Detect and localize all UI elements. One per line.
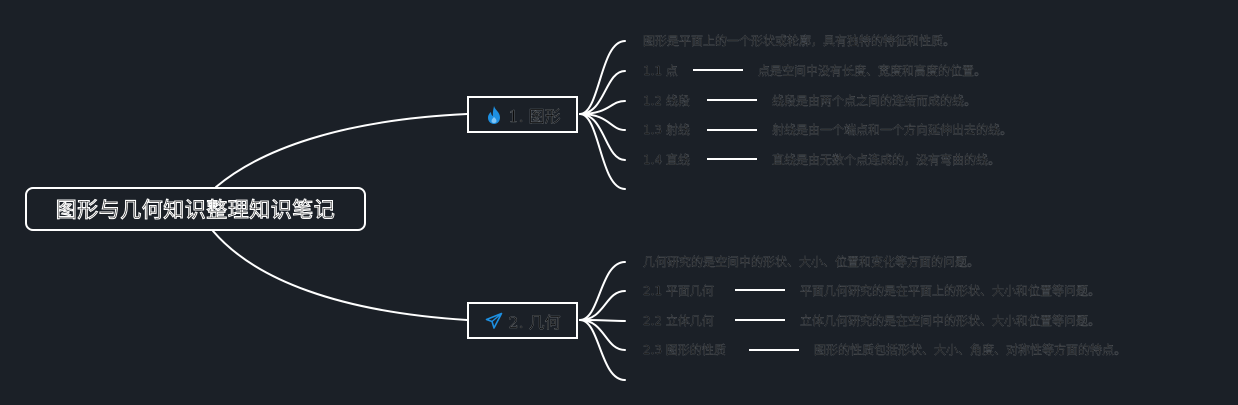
branch-2-title: 2. 几何 [508,312,561,332]
branch-2-to-intro-line [579,261,626,321]
branch-1-item-4-desc: 直线是由无数个点连成的，没有弯曲的线。 [772,153,1001,167]
branch-1-to-item-1-line [579,70,626,115]
branch-1-item-2-term: 1.2 线段 [643,94,690,108]
branch-2-to-item-3-line [579,319,626,351]
branch-2-intro: 几何研究的是空间中的形状、大小、位置和变化等方面的问题。 [643,255,980,269]
branch-2-item-2-desc: 立体几何研究的是在空间中的形状、大小和位置等问题。 [800,314,1101,328]
flame-icon [484,105,504,125]
branch-1-intro: 图形是平面上的一个形状或轮廓，具有独特的特征和性质。 [643,34,956,48]
branch-1-to-intro-line [579,40,626,115]
branch-1-item-2-connector [707,99,757,101]
branch-2-item-3-connector [749,349,799,351]
branch-1-to-item-4-line [579,113,626,161]
branch-2-to-end-line [579,319,626,381]
branch-1-to-end-line [579,113,626,190]
branch-1-item-1-term: 1.1 点 [643,64,678,78]
branch-2-item-1-connector [735,289,785,291]
branch-1-item-3-connector [707,129,757,131]
branch-2-item-1-desc: 平面几何研究的是在平面上的形状、大小和位置等问题。 [800,284,1101,298]
branch-1-item-3-desc: 射线是由一个端点和一个方向延伸出去的线。 [772,123,1013,137]
branch-1-item-4-term: 1.4 直线 [643,153,690,167]
root-title: 图形与几何知识整理知识笔记 [55,198,336,222]
branch-1-item-4-connector [707,158,757,160]
root-to-branch-2-line [212,230,468,321]
branch-2-item-3-desc: 图形的性质包括形状、大小、角度、对称性等方面的特点。 [814,343,1127,357]
branch-1-item-1-desc: 点是空间中没有长度、宽度和高度的位置。 [758,64,987,78]
paper-plane-icon [484,311,504,331]
branch-1-item-1-connector [693,69,743,71]
branch-2-item-3-term: 2.3 图形的性质 [643,343,726,357]
branch-node-2[interactable]: 2. 几何 [467,302,578,339]
branch-2-item-1-term: 2.1 平面几何 [643,284,714,298]
branch-2-item-2-connector [735,319,785,321]
branch-2-item-2-term: 2.2 立体几何 [643,314,714,328]
branch-1-item-3-term: 1.3 射线 [643,123,690,137]
branch-node-1[interactable]: 1. 图形 [467,96,578,133]
branch-1-title: 1. 图形 [508,106,561,126]
root-to-branch-1-line [215,113,468,188]
branch-1-item-2-desc: 线段是由两个点之间的连结而成的线。 [772,94,977,108]
branch-2-to-item-1-line [579,290,626,321]
root-node[interactable]: 图形与几何知识整理知识笔记 [25,187,366,231]
